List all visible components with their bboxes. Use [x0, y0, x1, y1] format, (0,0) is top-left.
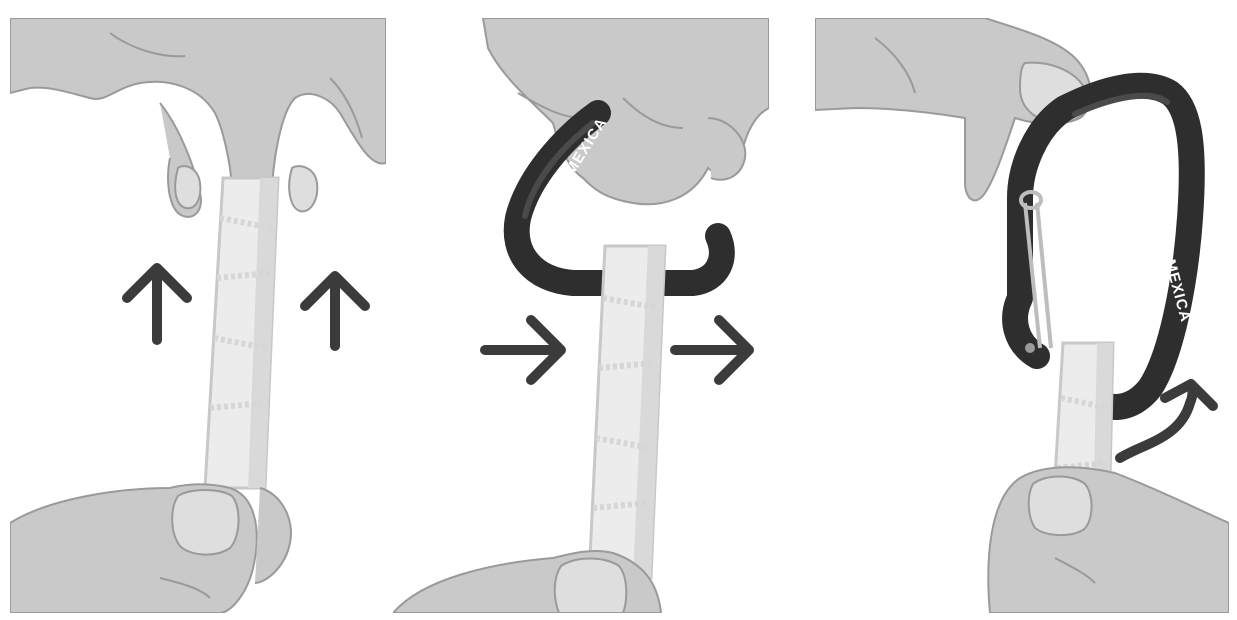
step-2-illustration: MEXICA [393, 18, 769, 613]
arrow-up-icon [305, 276, 365, 346]
thumbnail-bottom [172, 490, 238, 555]
bottom-hand [393, 551, 661, 613]
thumbnail-left [175, 166, 200, 208]
step-1-illustration [10, 18, 386, 613]
thumbnail-bottom [1029, 477, 1092, 536]
gate-rivet [1025, 343, 1035, 353]
step-3-illustration: MEXICA [815, 18, 1229, 613]
step-2-panel: MEXICA [393, 18, 769, 613]
step-1-panel [10, 18, 386, 613]
step-3-panel: MEXICA [815, 18, 1229, 613]
strap [205, 178, 278, 488]
arrow-right-icon [675, 320, 749, 380]
bottom-hand [10, 484, 291, 613]
thumbnail-right [289, 166, 317, 211]
top-hand [10, 18, 386, 218]
arrow-up-icon [127, 268, 187, 340]
arrow-right-icon [485, 320, 561, 380]
bottom-hand [988, 467, 1229, 613]
thumbnail-bottom [555, 559, 627, 614]
